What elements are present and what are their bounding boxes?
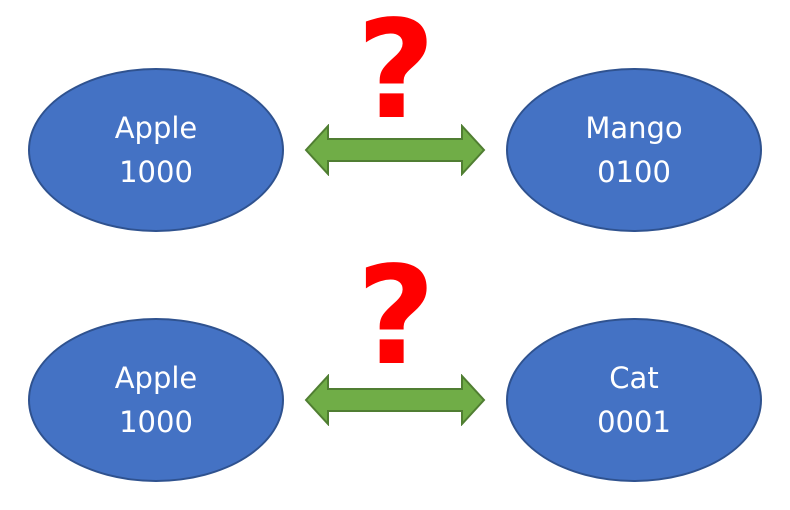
one-hot-code: 0001 (597, 405, 671, 439)
double-arrow-icon (304, 124, 486, 176)
double-arrow-icon (304, 374, 486, 426)
word-label: Cat (609, 361, 659, 395)
comparison-row-2: Apple 1000 ? Cat 0001 (0, 242, 790, 500)
question-mark-icon: ? (356, 0, 436, 150)
comparison-row-1: Apple 1000 ? Mango 0100 (0, 0, 790, 250)
one-hot-code: 0100 (597, 155, 671, 189)
word-node-cat: Cat 0001 (506, 318, 762, 482)
word-node-mango: Mango 0100 (506, 68, 762, 232)
word-label: Apple (114, 361, 198, 395)
question-mark-icon: ? (356, 238, 436, 396)
one-hot-code: 1000 (119, 155, 193, 189)
word-label: Mango (585, 111, 683, 145)
one-hot-code: 1000 (119, 405, 193, 439)
word-node-apple: Apple 1000 (28, 68, 284, 232)
word-node-apple: Apple 1000 (28, 318, 284, 482)
word-label: Apple (114, 111, 198, 145)
